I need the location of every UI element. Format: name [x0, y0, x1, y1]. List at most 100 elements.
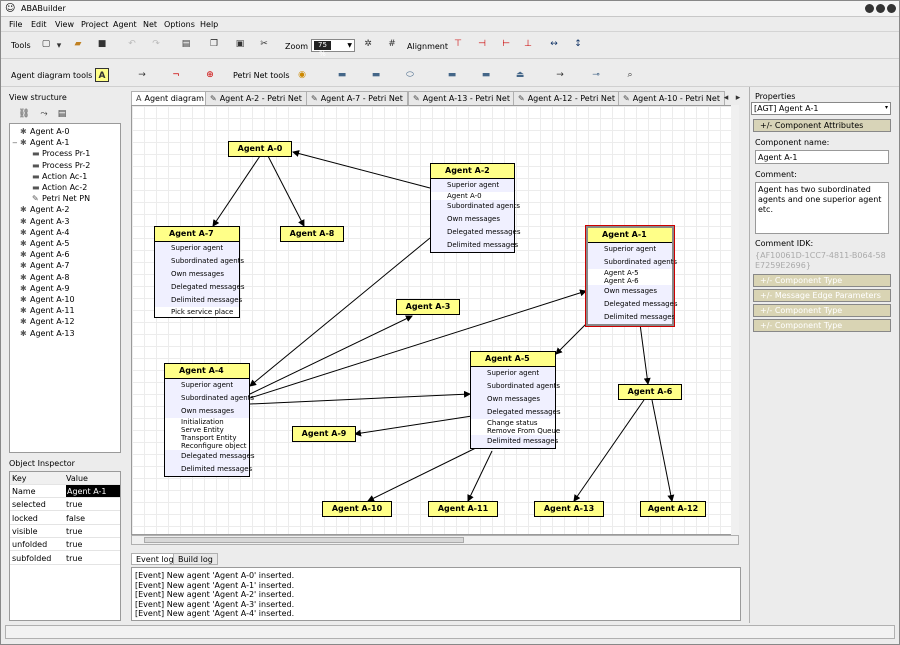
tree-item-agent-a-0[interactable]: ✱Agent A-0: [12, 127, 70, 138]
agent-a0[interactable]: Agent A-0: [228, 141, 292, 157]
horizontal-scroll-thumb[interactable]: [144, 537, 464, 543]
tab-agent-a-12---petri-net[interactable]: ✎Agent A-12 - Petri Net: [513, 91, 620, 105]
timed-transition-icon[interactable]: ▬: [371, 70, 381, 80]
immediate-transition-icon[interactable]: ⬭: [406, 70, 414, 80]
component-type-header[interactable]: +/- Component Type: [753, 304, 891, 317]
tab-build-log[interactable]: Build log: [173, 553, 218, 565]
component-select[interactable]: [AGT] Agent A-1 ▾: [751, 102, 891, 115]
agent-a5[interactable]: Agent A-5 Superior agent Subordinated ag…: [470, 351, 561, 449]
align-left-icon[interactable]: ⊢: [502, 39, 510, 49]
tree-item-agent-a-5[interactable]: ✱Agent A-5: [12, 239, 70, 250]
same-height-icon[interactable]: ↕: [574, 39, 582, 49]
tree-item-agent-a-13[interactable]: ✱Agent A-13: [12, 329, 75, 340]
close-icon[interactable]: [887, 4, 896, 13]
maximize-icon[interactable]: [876, 4, 885, 13]
tree-item-petri-net-pn[interactable]: ✎Petri Net PN: [24, 194, 90, 205]
tab-scroll-right-icon[interactable]: ▸: [735, 93, 741, 103]
tree-item-agent-a-2[interactable]: ✱Agent A-2: [12, 205, 70, 216]
component-attributes-header[interactable]: +/- Component Attributes: [753, 119, 891, 132]
zoom-fit-icon[interactable]: ✲: [364, 39, 372, 49]
tree-item-agent-a-6[interactable]: ✱Agent A-6: [12, 250, 70, 261]
stochastic-transition-icon[interactable]: ▬: [447, 70, 457, 80]
open-folder-icon[interactable]: ▰: [74, 39, 82, 49]
undo-icon[interactable]: ↶: [128, 39, 136, 49]
collapse-all-icon[interactable]: ⤳: [40, 109, 48, 119]
tree-item-agent-a-12[interactable]: ✱Agent A-12: [12, 317, 75, 328]
tree-item-agent-a-4[interactable]: ✱Agent A-4: [12, 228, 70, 239]
component-name-input[interactable]: Agent A-1: [755, 150, 889, 164]
agent-a10[interactable]: Agent A-10: [322, 501, 392, 517]
subnet-icon[interactable]: ▬: [481, 70, 491, 80]
menu-view[interactable]: View: [55, 20, 74, 29]
align-right-icon[interactable]: ⊥: [524, 39, 532, 49]
tab-agent-a-10---petri-net[interactable]: ✎Agent A-10 - Petri Net: [618, 91, 725, 105]
tab-event-log[interactable]: Event log: [131, 553, 179, 565]
menu-project[interactable]: Project: [81, 20, 109, 29]
inhibitor-arc-icon[interactable]: ⊸: [592, 70, 600, 80]
inspector-value[interactable]: true: [66, 526, 83, 536]
token-icon[interactable]: ⏏: [515, 70, 525, 80]
tree-item-agent-a-7[interactable]: ✱Agent A-7: [12, 261, 70, 272]
inspect-tool-icon[interactable]: ⌕: [627, 70, 633, 80]
tab-scroll-left-icon[interactable]: ◂: [723, 93, 729, 103]
arc-tool-icon[interactable]: →: [556, 70, 564, 80]
menu-net[interactable]: Net: [143, 20, 158, 29]
paste-icon[interactable]: ▣: [235, 39, 245, 49]
inspector-value[interactable]: false: [66, 513, 86, 523]
xor-gate-icon[interactable]: ⊕: [206, 70, 214, 80]
place-tool-icon[interactable]: ◉: [298, 70, 306, 80]
agent-a4[interactable]: Agent A-4 Superior agent Subordinated ag…: [164, 363, 255, 477]
tree-item-agent-a-9[interactable]: ✱Agent A-9: [12, 284, 70, 295]
agent-a2[interactable]: Agent A-2 Superior agent Agent A-0 Subor…: [430, 163, 521, 253]
agent-a3[interactable]: Agent A-3: [396, 299, 460, 315]
inspector-value[interactable]: Agent A-1: [66, 485, 120, 497]
tab-agent-a-7---petri-net[interactable]: ✎Agent A-7 - Petri Net: [306, 91, 408, 105]
inspector-value[interactable]: true: [66, 500, 83, 510]
canvas-vertical-scrollbar[interactable]: [731, 105, 739, 535]
agent-a1[interactable]: Agent A-1 Superior agent Subordinated ag…: [585, 225, 678, 327]
inspector-value[interactable]: true: [66, 553, 83, 563]
component-type-header[interactable]: +/- Component Type: [753, 274, 891, 287]
transition-tool-icon[interactable]: ▬: [337, 70, 347, 80]
tab-agent-a-13---petri-net[interactable]: ✎Agent A-13 - Petri Net: [408, 91, 515, 105]
zoom-select[interactable]: 75 % ▼: [311, 39, 355, 58]
print-icon[interactable]: ▤: [181, 39, 191, 49]
tree-item-agent-a-10[interactable]: ✱Agent A-10: [12, 295, 75, 306]
align-middle-icon[interactable]: ⊣: [478, 39, 486, 49]
new-file-icon[interactable]: ▢: [41, 39, 51, 49]
agent-a6[interactable]: Agent A-6: [618, 384, 682, 400]
align-top-icon[interactable]: ⊤: [454, 39, 462, 49]
agent-diagram-canvas[interactable]: Agent A-0 Agent A-2 Superior agent Agent…: [131, 105, 739, 535]
tree-item-process-pr-2[interactable]: ▬Process Pr-2: [24, 161, 90, 172]
minimize-icon[interactable]: [865, 4, 874, 13]
grid-icon[interactable]: #: [388, 39, 396, 49]
tab-agent-a-2---petri-net[interactable]: ✎Agent A-2 - Petri Net: [205, 91, 307, 105]
menu-agent[interactable]: Agent: [113, 20, 137, 29]
edge-tool-icon[interactable]: →: [138, 70, 146, 80]
refresh-structure-icon[interactable]: ▤: [57, 109, 67, 119]
inspector-value[interactable]: true: [66, 540, 83, 550]
same-width-icon[interactable]: ↔: [550, 39, 558, 49]
chevron-down-icon[interactable]: ▾: [56, 41, 62, 51]
agent-a13[interactable]: Agent A-13: [534, 501, 604, 517]
menu-help[interactable]: Help: [200, 20, 219, 29]
tree-item-agent-a-8[interactable]: ✱Agent A-8: [12, 273, 70, 284]
expand-all-icon[interactable]: ⛓: [18, 109, 30, 119]
component-type-header[interactable]: +/- Component Type: [753, 319, 891, 332]
redo-icon[interactable]: ↷: [152, 39, 160, 49]
agent-tool-icon[interactable]: A: [95, 68, 109, 82]
agent-a7[interactable]: Agent A-7 Superior agent Subordinated ag…: [154, 226, 245, 318]
agent-a9[interactable]: Agent A-9: [292, 426, 356, 442]
message-edge-parameters-header[interactable]: +/- Message Edge Parameters: [753, 289, 891, 302]
menu-options[interactable]: Options: [164, 20, 195, 29]
tree-item-agent-a-3[interactable]: ✱Agent A-3: [12, 217, 70, 228]
not-gate-icon[interactable]: ¬: [172, 70, 180, 80]
agent-a8[interactable]: Agent A-8: [280, 226, 344, 242]
menu-edit[interactable]: Edit: [31, 20, 47, 29]
